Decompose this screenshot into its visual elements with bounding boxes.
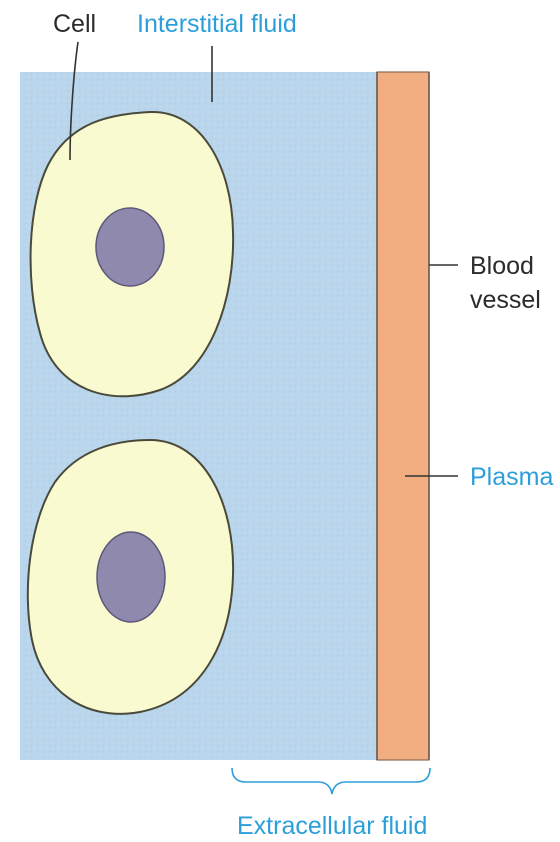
label-plasma: Plasma bbox=[470, 463, 553, 491]
extracellular-fluid-brace bbox=[232, 768, 430, 794]
label-extracellular-fluid: Extracellular fluid bbox=[237, 812, 427, 840]
label-interstitial-fluid: Interstitial fluid bbox=[137, 10, 297, 38]
label-cell: Cell bbox=[53, 10, 96, 38]
nucleus-lower bbox=[97, 532, 165, 622]
blood-vessel-plasma bbox=[377, 72, 429, 760]
nucleus-upper bbox=[96, 208, 164, 286]
label-blood-vessel-line2: vessel bbox=[470, 286, 541, 314]
label-blood-vessel-line1: Blood bbox=[470, 252, 534, 280]
